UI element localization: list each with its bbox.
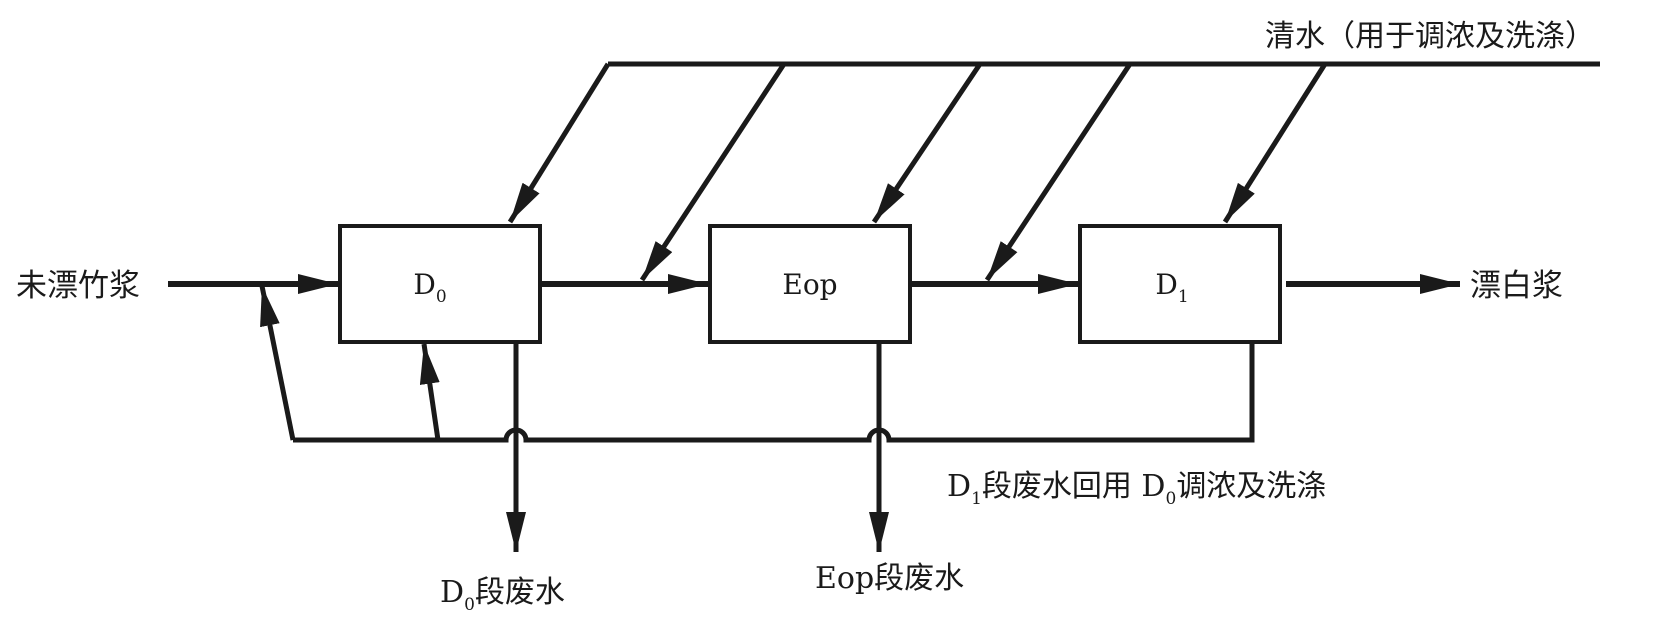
waste-d0-label: D0段废水 — [440, 575, 565, 615]
recycle-feed-input — [259, 285, 296, 441]
fresh-water-feed-eop — [871, 62, 983, 224]
stage-label-d0: D0 — [413, 268, 446, 307]
fresh-water-feed-d1 — [1222, 62, 1328, 224]
waste-eop-label: Eop段废水 — [815, 561, 964, 596]
recycle-feed-d0 — [419, 343, 441, 441]
fresh-water-feed-d0 — [507, 62, 611, 224]
stage-label-d1: D1 — [1155, 268, 1188, 307]
stage-box-d0 — [338, 224, 542, 344]
recycle-label: D1段废水回用 D0调浓及洗涤 — [947, 469, 1326, 509]
fresh-water-feed-wash-1 — [639, 62, 787, 282]
stage-label-eop: Eop — [782, 268, 837, 301]
output-pulp-label: 漂白浆 — [1470, 268, 1563, 304]
fresh-water-feed-wash-2 — [984, 62, 1133, 282]
stage-box-d1 — [1078, 224, 1282, 344]
recycle-line-d1 — [293, 342, 1255, 443]
fresh-water-label: 清水（用于调浓及洗涤） — [1265, 19, 1595, 54]
input-pulp-label: 未漂竹浆 — [16, 268, 140, 304]
